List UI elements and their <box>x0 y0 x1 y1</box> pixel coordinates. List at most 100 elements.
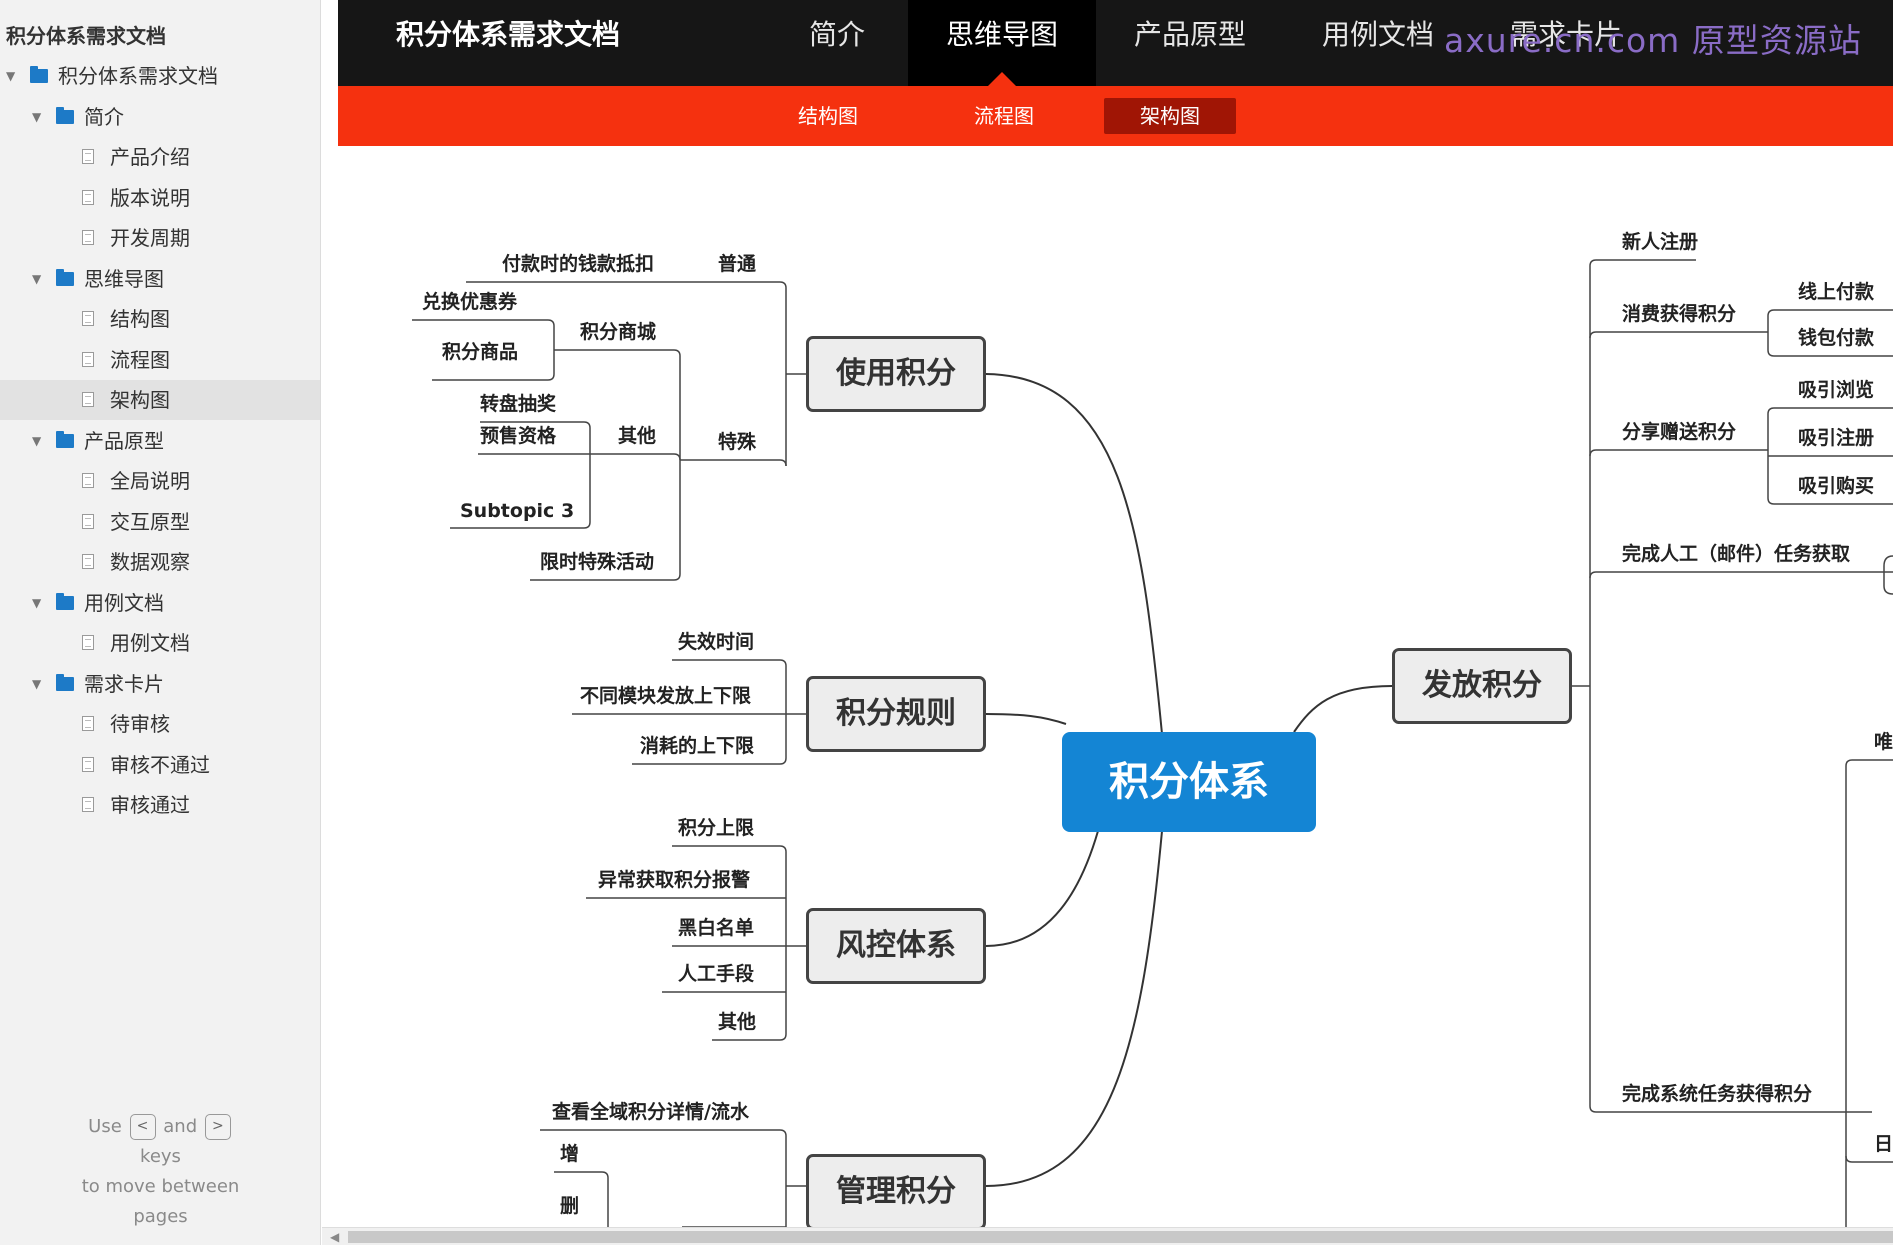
page-icon <box>82 716 94 731</box>
sidebar-title: 积分体系需求文档 <box>6 24 166 48</box>
topic-payment-deduction[interactable]: 付款时的钱款抵扣 <box>502 253 655 275</box>
topic-abnormal-alert[interactable]: 异常获取积分报警 <box>598 869 751 891</box>
topic-manual-task[interactable]: 完成人工（邮件）任务获取 <box>1622 543 1851 565</box>
subtab-architecture[interactable]: 架构图 <box>1104 98 1236 134</box>
sidebar-item-page[interactable]: 审核不通过 <box>0 745 320 785</box>
sidebar-item-folder[interactable]: ▼简介 <box>0 97 320 137</box>
sidebar-item-page[interactable]: 开发周期 <box>0 218 320 258</box>
topic-view-global[interactable]: 查看全域积分详情/流水 <box>552 1101 749 1123</box>
watermark: axure.cn.com 原型资源站 <box>1444 21 1862 60</box>
page-icon <box>82 311 94 326</box>
node-use-points[interactable]: 使用积分 <box>806 336 986 412</box>
topic-module-limits[interactable]: 不同模块发放上下限 <box>580 685 752 707</box>
sidebar-item-page[interactable]: 交互原型 <box>0 502 320 542</box>
topic-consume-earn[interactable]: 消费获得积分 <box>1622 303 1737 325</box>
expand-toggle-icon[interactable]: ▼ <box>32 109 42 124</box>
topic-redeem-coupon[interactable]: 兑换优惠券 <box>422 291 518 313</box>
topic-delete[interactable]: 删 <box>560 1195 580 1217</box>
topic-wallet-pay[interactable]: 钱包付款 <box>1798 327 1875 349</box>
sidebar-item-page[interactable]: 用例文档 <box>0 623 320 663</box>
tab-prototype[interactable]: 产品原型 <box>1133 18 1246 51</box>
topic-attract-browse[interactable]: 吸引浏览 <box>1798 379 1875 401</box>
sidebar-item-label: 全局说明 <box>110 469 190 493</box>
page-icon <box>82 189 94 205</box>
sidebar-item-page[interactable]: 审核通过 <box>0 785 320 825</box>
topic-limited-activity[interactable]: 限时特殊活动 <box>540 551 655 573</box>
node-risk-control[interactable]: 风控体系 <box>806 908 986 984</box>
topic-attract-register[interactable]: 吸引注册 <box>1798 427 1875 449</box>
sidebar-item-page[interactable]: 数据观察 <box>0 542 320 582</box>
topic-subtopic-3[interactable]: Subtopic 3 <box>460 500 575 522</box>
topic-clipped-right-2[interactable]: 日 <box>1874 1133 1893 1155</box>
mindmap-canvas: 积分体系 使用积分 积分规则 风控体系 管理积分 发放积分 普通 付款时的钱款抵… <box>322 146 1893 1227</box>
sidebar-item-label: 需求卡片 <box>84 671 164 696</box>
sidebar-splitter[interactable] <box>321 0 338 1245</box>
hint-pages-text: pages <box>133 1206 188 1227</box>
topic-special[interactable]: 特殊 <box>718 431 757 453</box>
topic-points-mall[interactable]: 积分商城 <box>580 321 657 343</box>
sidebar-item-folder[interactable]: ▼ 需求卡片 <box>0 664 320 704</box>
topic-other-special[interactable]: 其他 <box>618 425 657 447</box>
hint-and-text: and <box>163 1116 198 1137</box>
sidebar-item-page[interactable]: 待审核 <box>0 704 320 744</box>
node-points-rules[interactable]: 积分规则 <box>806 676 986 752</box>
sidebar-item-page[interactable]: 架构图 <box>0 380 320 420</box>
topic-risk-other[interactable]: 其他 <box>718 1011 757 1033</box>
expand-toggle-icon[interactable]: ▼ <box>32 676 42 691</box>
scroll-left-icon[interactable]: ◀ <box>330 1230 340 1244</box>
mindmap-center-node[interactable]: 积分体系 <box>1062 732 1316 832</box>
mindmap-connectors <box>412 259 1893 1227</box>
topic-points-goods[interactable]: 积分商品 <box>442 341 519 363</box>
sidebar-item-page[interactable]: 产品介绍 <box>0 137 320 177</box>
sidebar-item-label: 版本说明 <box>110 185 190 210</box>
tab-usecase[interactable]: 用例文档 <box>1321 18 1434 51</box>
topic-lucky-wheel[interactable]: 转盘抽奖 <box>480 393 557 415</box>
hint-move-text: to move between <box>81 1176 240 1197</box>
expand-toggle-icon[interactable]: ▼ <box>32 271 42 286</box>
subtab-structure[interactable]: 结构图 <box>798 104 858 128</box>
topic-consume-limits[interactable]: 消耗的上下限 <box>640 735 755 757</box>
topic-expiry-time[interactable]: 失效时间 <box>678 631 755 653</box>
topic-normal[interactable]: 普通 <box>718 253 757 275</box>
sidebar-item-page[interactable]: 全局说明 <box>0 461 320 501</box>
sidebar-item-page[interactable]: 版本说明 <box>0 178 320 218</box>
topic-online-pay[interactable]: 线上付款 <box>1798 281 1875 303</box>
sidebar-item-label: 审核不通过 <box>110 752 210 777</box>
sidebar-item-label: 审核通过 <box>110 793 190 817</box>
topic-system-task[interactable]: 完成系统任务获得积分 <box>1622 1083 1813 1105</box>
app-title: 积分体系需求文档 <box>396 18 621 51</box>
page-icon <box>82 513 94 529</box>
top-nav-bar: 积分体系需求文档 简介 思维导图 产品原型 用例文档 需求卡片 <box>338 0 1893 86</box>
sidebar-item-label: 思维导图 <box>84 266 164 291</box>
topic-new-user[interactable]: 新人注册 <box>1622 231 1699 253</box>
page-icon <box>82 473 94 488</box>
sidebar-item-folder[interactable]: ▼产品原型 <box>0 421 320 461</box>
sidebar-item-folder[interactable]: ▼积分体系需求文档 <box>0 56 320 96</box>
topic-share-earn[interactable]: 分享赠送积分 <box>1622 421 1737 443</box>
sidebar-item-page[interactable]: 流程图 <box>0 340 320 380</box>
horizontal-scrollbar[interactable]: ◀ <box>322 1227 1893 1245</box>
node-issue-points[interactable]: 发放积分 <box>1392 648 1572 724</box>
topic-black-white-list[interactable]: 黑白名单 <box>678 917 755 939</box>
topic-manual-means[interactable]: 人工手段 <box>678 963 755 985</box>
expand-toggle-icon[interactable]: ▼ <box>32 595 42 610</box>
sidebar-item-page[interactable]: 结构图 <box>0 299 320 339</box>
topic-presale[interactable]: 预售资格 <box>480 425 557 447</box>
page-icon <box>82 230 94 245</box>
scrollbar-thumb[interactable] <box>348 1231 1893 1243</box>
expand-toggle-icon[interactable]: ▼ <box>32 433 42 448</box>
tab-cards[interactable]: 需求卡片 <box>1509 18 1622 51</box>
topic-clipped-right-1[interactable]: 唯 <box>1874 731 1893 753</box>
topic-add[interactable]: 增 <box>560 1143 580 1165</box>
sidebar-item-label: 结构图 <box>110 307 170 331</box>
tab-mindmap[interactable]: 思维导图 <box>908 0 1096 86</box>
topic-attract-purchase[interactable]: 吸引购买 <box>1798 475 1875 497</box>
tab-intro[interactable]: 简介 <box>808 18 865 51</box>
topic-points-cap[interactable]: 积分上限 <box>678 817 755 839</box>
sidebar-item-folder[interactable]: ▼ 思维导图 <box>0 259 320 299</box>
subtab-flow[interactable]: 流程图 <box>974 104 1034 128</box>
sidebar-item-folder[interactable]: ▼用例文档 <box>0 583 320 623</box>
keyboard-nav-hint: Use < and > keys to move between pages <box>0 1112 321 1232</box>
expand-toggle-icon[interactable]: ▼ <box>6 69 16 83</box>
node-manage-points[interactable]: 管理积分 <box>806 1154 986 1227</box>
